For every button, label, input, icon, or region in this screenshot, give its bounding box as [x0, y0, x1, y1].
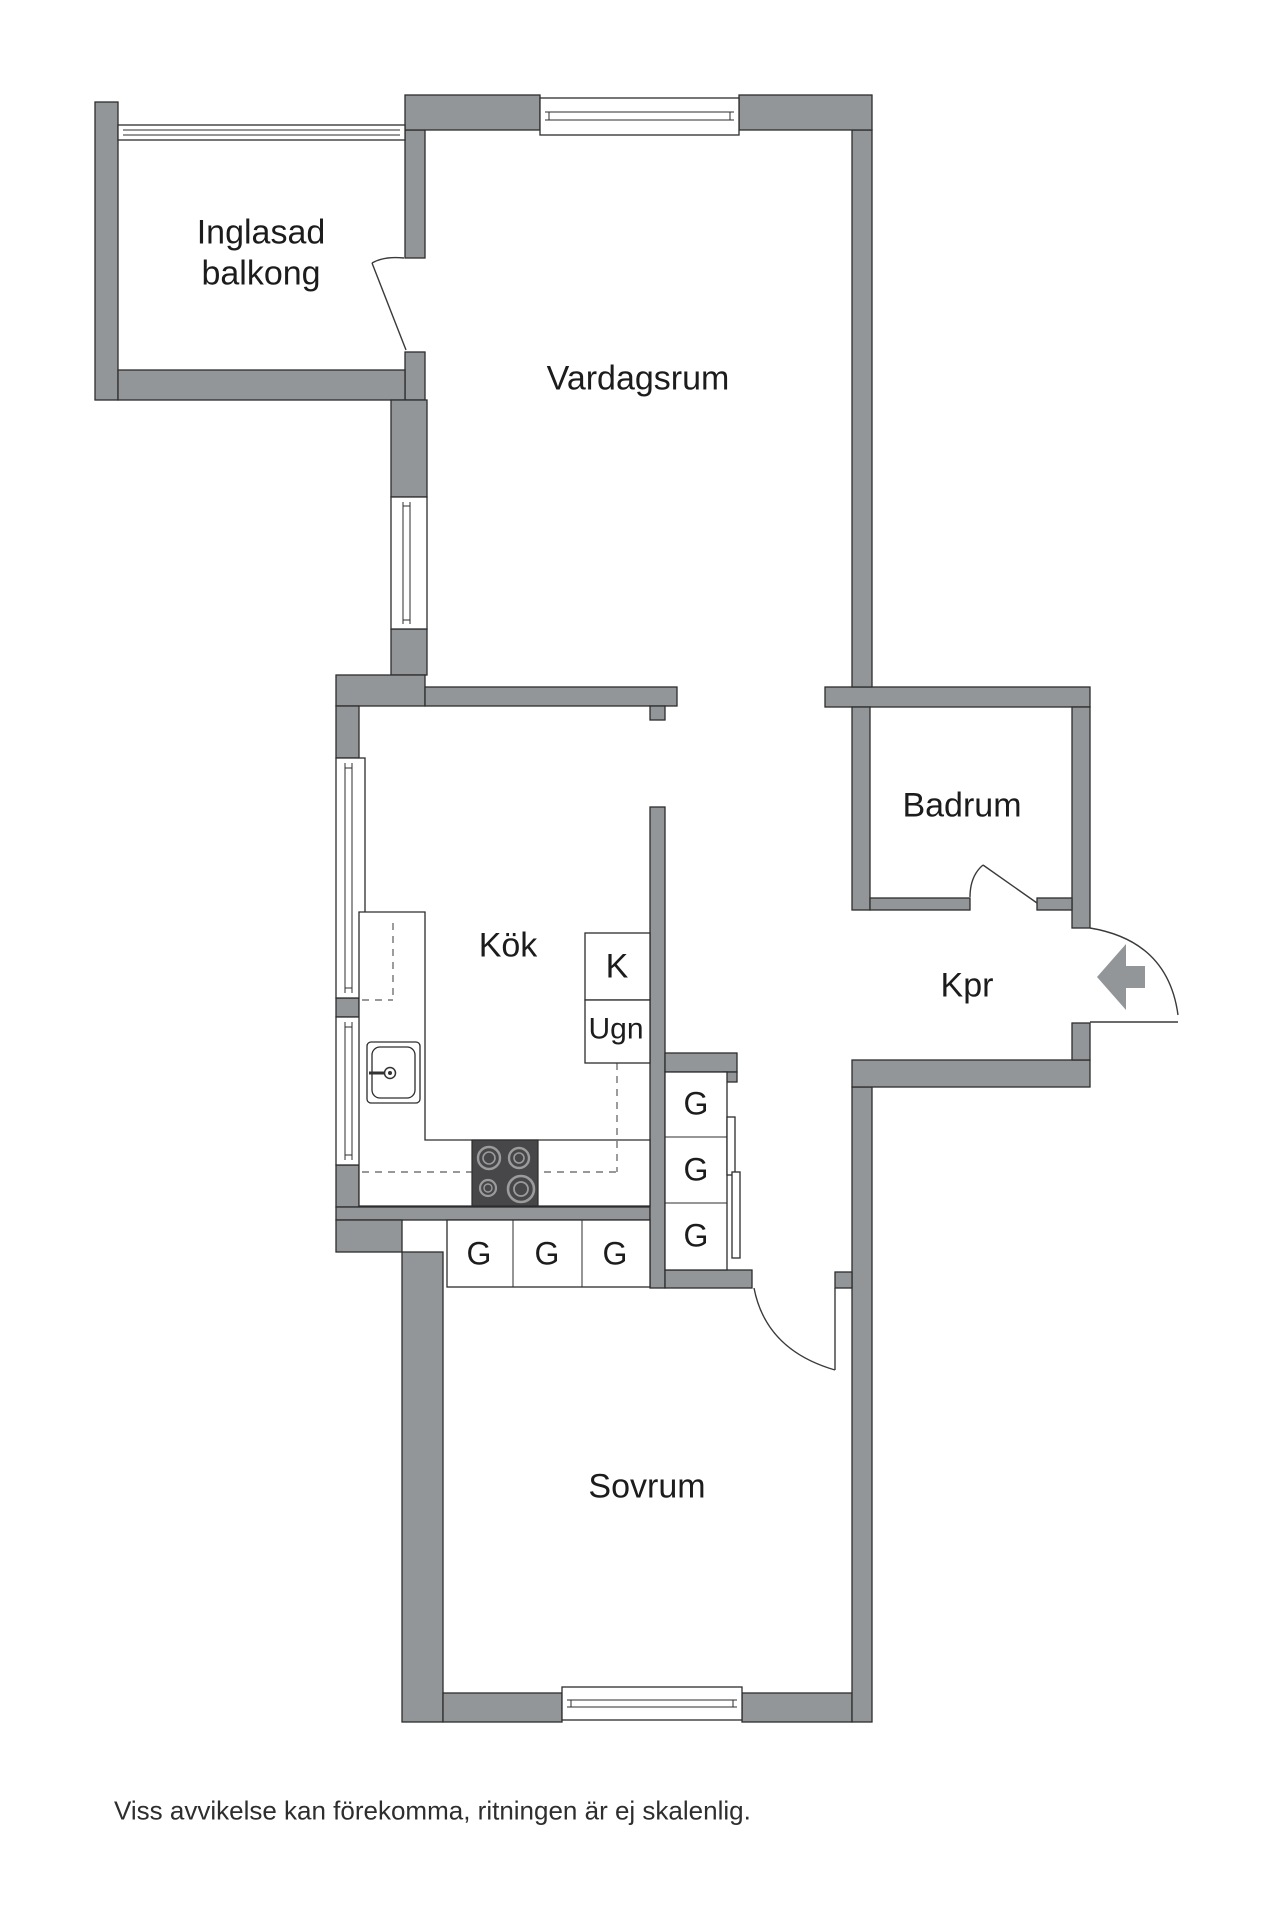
wall-segment — [404, 351, 426, 401]
kitchen-fixtures — [358, 911, 651, 1207]
wall-segment — [335, 1164, 360, 1208]
wall-segment — [649, 705, 666, 721]
wall-segment — [824, 686, 1091, 708]
wall-segment — [390, 628, 428, 676]
room-label-bedroom: Sovrum — [588, 1467, 706, 1506]
wall-segment — [335, 705, 360, 759]
wall-segment — [94, 101, 119, 401]
wardrobe-label: G — [534, 1235, 560, 1272]
room-label-balcony: Inglasad balkong — [197, 213, 326, 296]
wall-segment — [738, 94, 873, 131]
fridge-box — [584, 932, 651, 1001]
room-label-living-room: Vardagsrum — [546, 359, 730, 398]
wall-segment — [664, 1052, 738, 1073]
wall-segment — [424, 686, 678, 707]
room-label-kitchen: Kök — [478, 926, 538, 965]
wall-segment — [117, 369, 406, 401]
oven-box — [584, 999, 651, 1064]
wardrobes — [446, 1071, 741, 1288]
room-label-balcony-line2: balkong — [201, 255, 321, 293]
wall-segment — [1071, 706, 1091, 929]
wall-segment — [335, 997, 360, 1018]
room-label-balcony-line1: Inglasad — [196, 213, 326, 252]
oven-label: Ugn — [588, 1012, 644, 1046]
wall-segment — [335, 1206, 651, 1221]
bathroom-door — [969, 864, 1038, 904]
wall-segment — [851, 706, 871, 911]
wardrobe-label: G — [683, 1217, 709, 1254]
balcony-door — [371, 256, 407, 351]
wardrobe-label: G — [602, 1235, 628, 1272]
wall-segment — [404, 129, 426, 259]
living-room-top-window — [539, 97, 740, 136]
wall-segment — [335, 1219, 403, 1253]
wall-segment — [664, 1269, 753, 1289]
room-label-hall: Kpr — [940, 966, 994, 1005]
walls — [94, 94, 1091, 1723]
doors — [371, 256, 1179, 1371]
disclaimer-text: Viss avvikelse kan förekomma, ritningen … — [114, 1795, 751, 1826]
windows — [117, 97, 743, 1721]
wall-segment — [335, 674, 426, 707]
wardrobe-door — [731, 1171, 741, 1259]
wall-segment — [834, 1271, 853, 1289]
wall-segment — [1071, 1022, 1091, 1061]
wall-segment — [649, 806, 666, 1289]
balcony-window — [117, 124, 406, 141]
room-label-bathroom: Badrum — [902, 786, 1022, 825]
wall-segment — [851, 1059, 1091, 1088]
wardrobe-label: G — [466, 1235, 492, 1272]
wardrobe-row — [446, 1219, 651, 1288]
living-room-left-window — [390, 496, 428, 630]
wardrobe-label: G — [683, 1151, 709, 1188]
stove-icon — [471, 1139, 539, 1207]
wall-segment — [851, 129, 873, 688]
fridge-label: K — [605, 947, 629, 986]
wall-segment — [404, 94, 541, 131]
wall-segment — [1036, 897, 1073, 911]
wall-segment — [869, 897, 971, 911]
wardrobe-door — [726, 1116, 736, 1176]
wall-segment — [390, 399, 428, 498]
entrance-arrow-icon — [1097, 944, 1145, 1010]
wall-segment — [401, 1251, 444, 1723]
wardrobe-column — [664, 1071, 741, 1271]
bedroom-door — [753, 1287, 836, 1371]
wardrobe-label: G — [683, 1085, 709, 1122]
bedroom-window — [561, 1686, 743, 1721]
entrance-door — [1089, 927, 1179, 1023]
wall-segment — [442, 1692, 563, 1723]
wall-segment — [851, 1086, 873, 1723]
wall-segment — [741, 1692, 853, 1723]
sink-icon — [366, 1041, 421, 1104]
